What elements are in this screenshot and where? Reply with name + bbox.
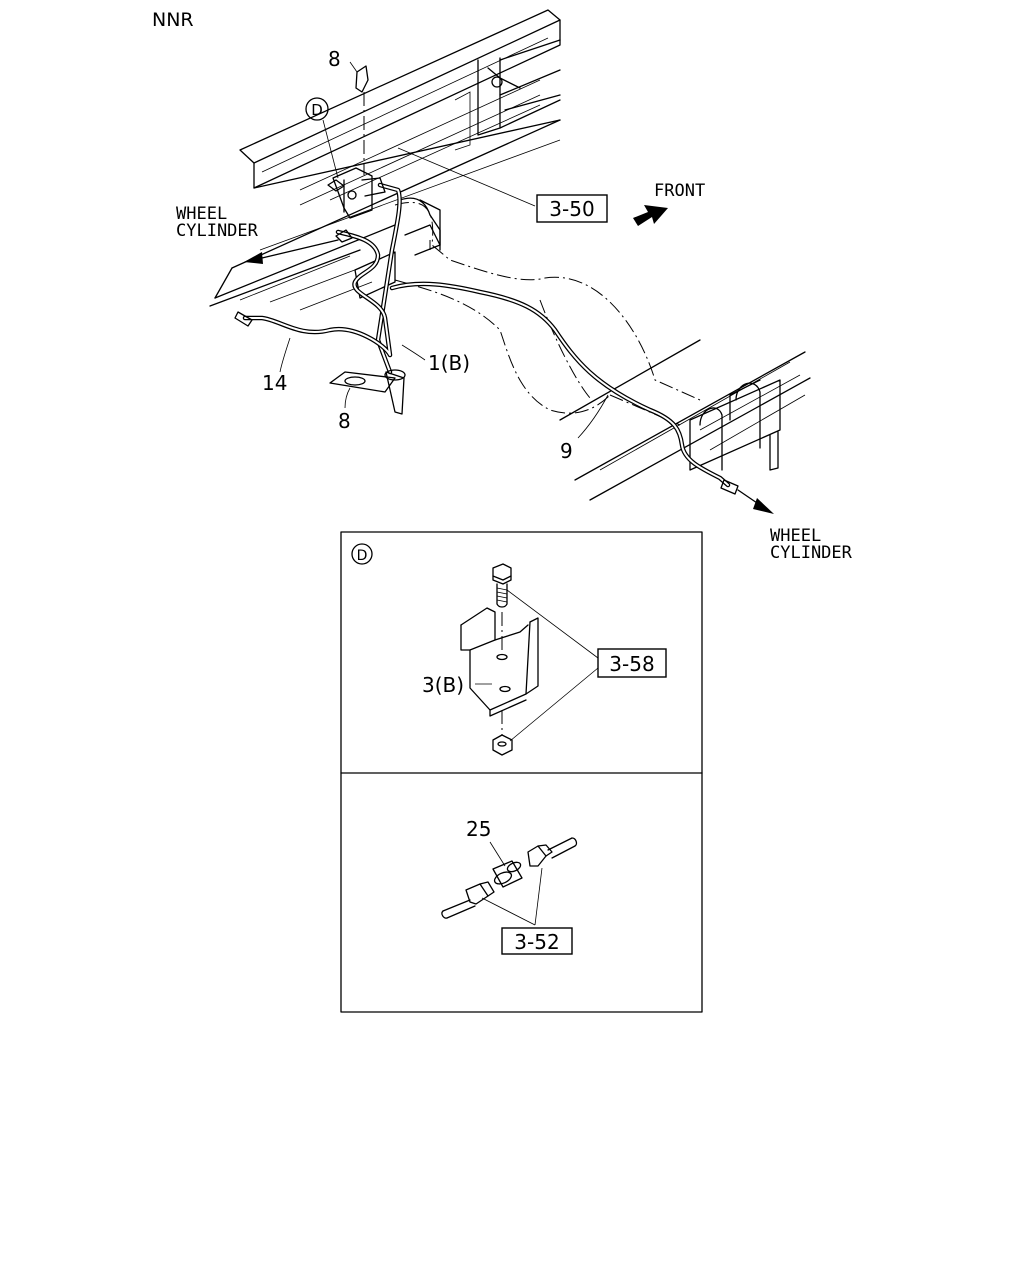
arrow-right-wheel-cylinder xyxy=(737,489,774,514)
front-label: FRONT xyxy=(654,181,705,201)
brake-hose xyxy=(375,182,406,415)
ref-bracket-bolts-text: 3-58 xyxy=(609,652,654,676)
leader-clip-bottom xyxy=(344,387,351,409)
brake-pipe-right xyxy=(389,281,739,495)
bracket-nut xyxy=(492,710,513,756)
model-code: NNR xyxy=(152,9,194,31)
label-clip-bottom: 8 xyxy=(338,409,351,433)
detail-d-marker xyxy=(305,97,329,121)
label-bracket: 3(B) xyxy=(422,673,464,697)
main-assembly: D 8 1(B) 14 8 9 3-50 FRONT WHEEL CYLINDE… xyxy=(176,9,853,563)
leader-frame-ref xyxy=(397,147,536,207)
leader-bolt-ref xyxy=(506,589,599,742)
ref-box-bracket-bolts xyxy=(597,648,667,678)
frame-rail-upper xyxy=(231,9,561,269)
wheel-cylinder-left-line1: WHEEL xyxy=(176,204,227,224)
leader-pipe-left xyxy=(279,337,291,373)
label-hose: 1(B) xyxy=(428,351,470,375)
detail-d-header-marker xyxy=(351,543,373,565)
tee-bracket xyxy=(327,167,386,219)
frame-rail-lower xyxy=(209,224,396,311)
detail-panel: D 3-58 3(B) xyxy=(340,531,703,1013)
wheel-cylinder-right-line1: WHEEL xyxy=(770,526,821,546)
label-pipe-right: 9 xyxy=(560,439,573,463)
front-arrow xyxy=(633,205,668,226)
leader-clip-top xyxy=(349,61,358,73)
clip-bottom xyxy=(329,371,396,393)
detail-panel-frame xyxy=(340,531,703,1013)
leader-pipe-right xyxy=(577,394,609,439)
bracket xyxy=(460,607,539,717)
bracket-bolt xyxy=(492,563,512,650)
label-pipe-left: 14 xyxy=(262,371,287,395)
ref-box-flare-nuts xyxy=(501,927,573,955)
leader-connector xyxy=(489,841,506,867)
union-connector xyxy=(441,837,578,919)
leader-detail-d xyxy=(322,119,339,179)
axle-housing xyxy=(354,197,701,426)
clip-top xyxy=(355,65,369,175)
ref-frame-text: 3-50 xyxy=(549,197,594,221)
detail-d-marker-letter: D xyxy=(311,101,323,119)
leader-flare-nut-ref xyxy=(481,867,543,926)
ref-flare-nuts-text: 3-52 xyxy=(514,930,559,954)
frame-rail-right xyxy=(559,339,811,501)
label-connector: 25 xyxy=(466,817,491,841)
arrow-left-wheel-cylinder xyxy=(244,239,339,264)
wheel-cylinder-left-line2: CYLINDER xyxy=(176,221,259,241)
label-clip-top: 8 xyxy=(328,47,341,71)
wheel-cylinder-right-line2: CYLINDER xyxy=(770,543,853,563)
brake-pipe-left xyxy=(234,229,393,358)
leader-hose xyxy=(401,344,426,361)
detail-d-header-letter: D xyxy=(357,548,368,564)
ref-box-frame xyxy=(536,194,608,223)
